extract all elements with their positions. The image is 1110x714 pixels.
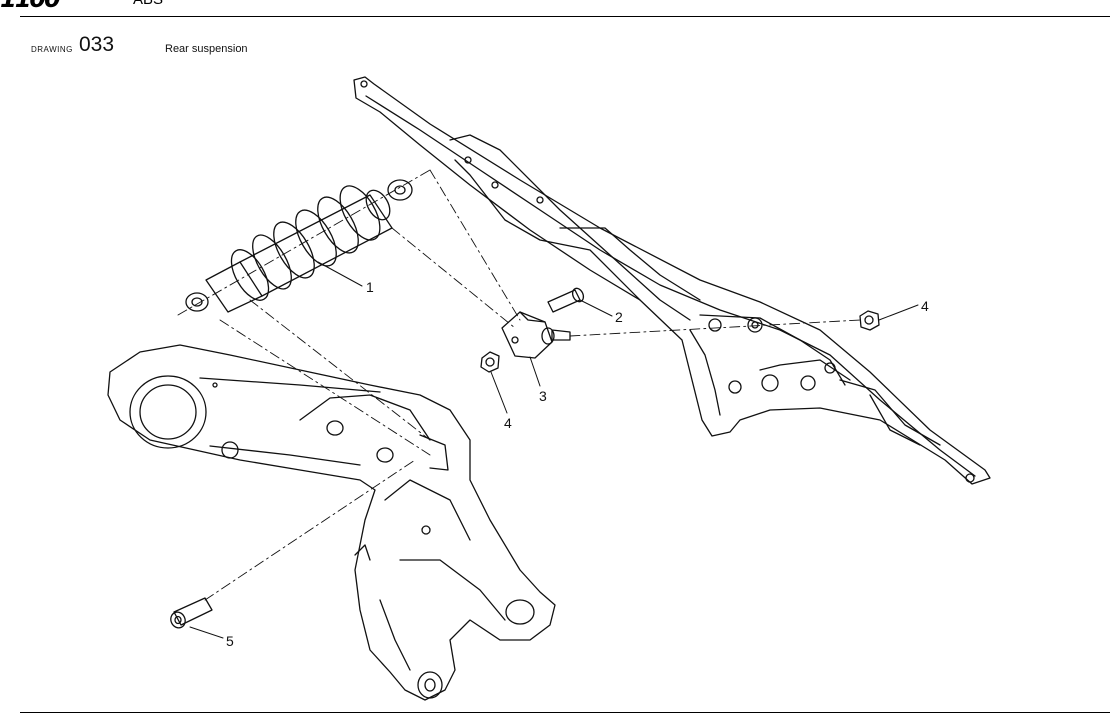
callout-4-left: 4 bbox=[504, 415, 512, 431]
swingarm bbox=[107, 344, 556, 701]
callout-2: 2 bbox=[615, 309, 623, 325]
callout-3: 3 bbox=[539, 388, 547, 404]
drawing-title: Rear suspension bbox=[165, 43, 248, 55]
callout-4-right: 4 bbox=[921, 298, 929, 314]
callout-1: 1 bbox=[366, 279, 374, 295]
header: 1100 EVO ABS bbox=[0, 0, 1110, 16]
leader-lines bbox=[189, 261, 919, 639]
rear-subframe bbox=[353, 76, 991, 485]
callout-5: 5 bbox=[226, 633, 234, 649]
bottom-rule bbox=[20, 712, 1110, 713]
logo-model: 1100 bbox=[0, 0, 61, 13]
nut-left bbox=[480, 351, 500, 373]
shock-absorber bbox=[185, 179, 413, 313]
nut-right bbox=[859, 310, 880, 331]
assembly-lines bbox=[177, 169, 861, 601]
drawing-number: 033 bbox=[79, 33, 115, 56]
screw bbox=[547, 287, 585, 313]
top-rule bbox=[20, 16, 1110, 17]
logo-suffix: ABS bbox=[133, 0, 163, 8]
bracket bbox=[501, 311, 555, 359]
bolt bbox=[170, 597, 213, 629]
stud bbox=[551, 329, 571, 341]
drawing-label: DRAWING bbox=[31, 45, 73, 54]
